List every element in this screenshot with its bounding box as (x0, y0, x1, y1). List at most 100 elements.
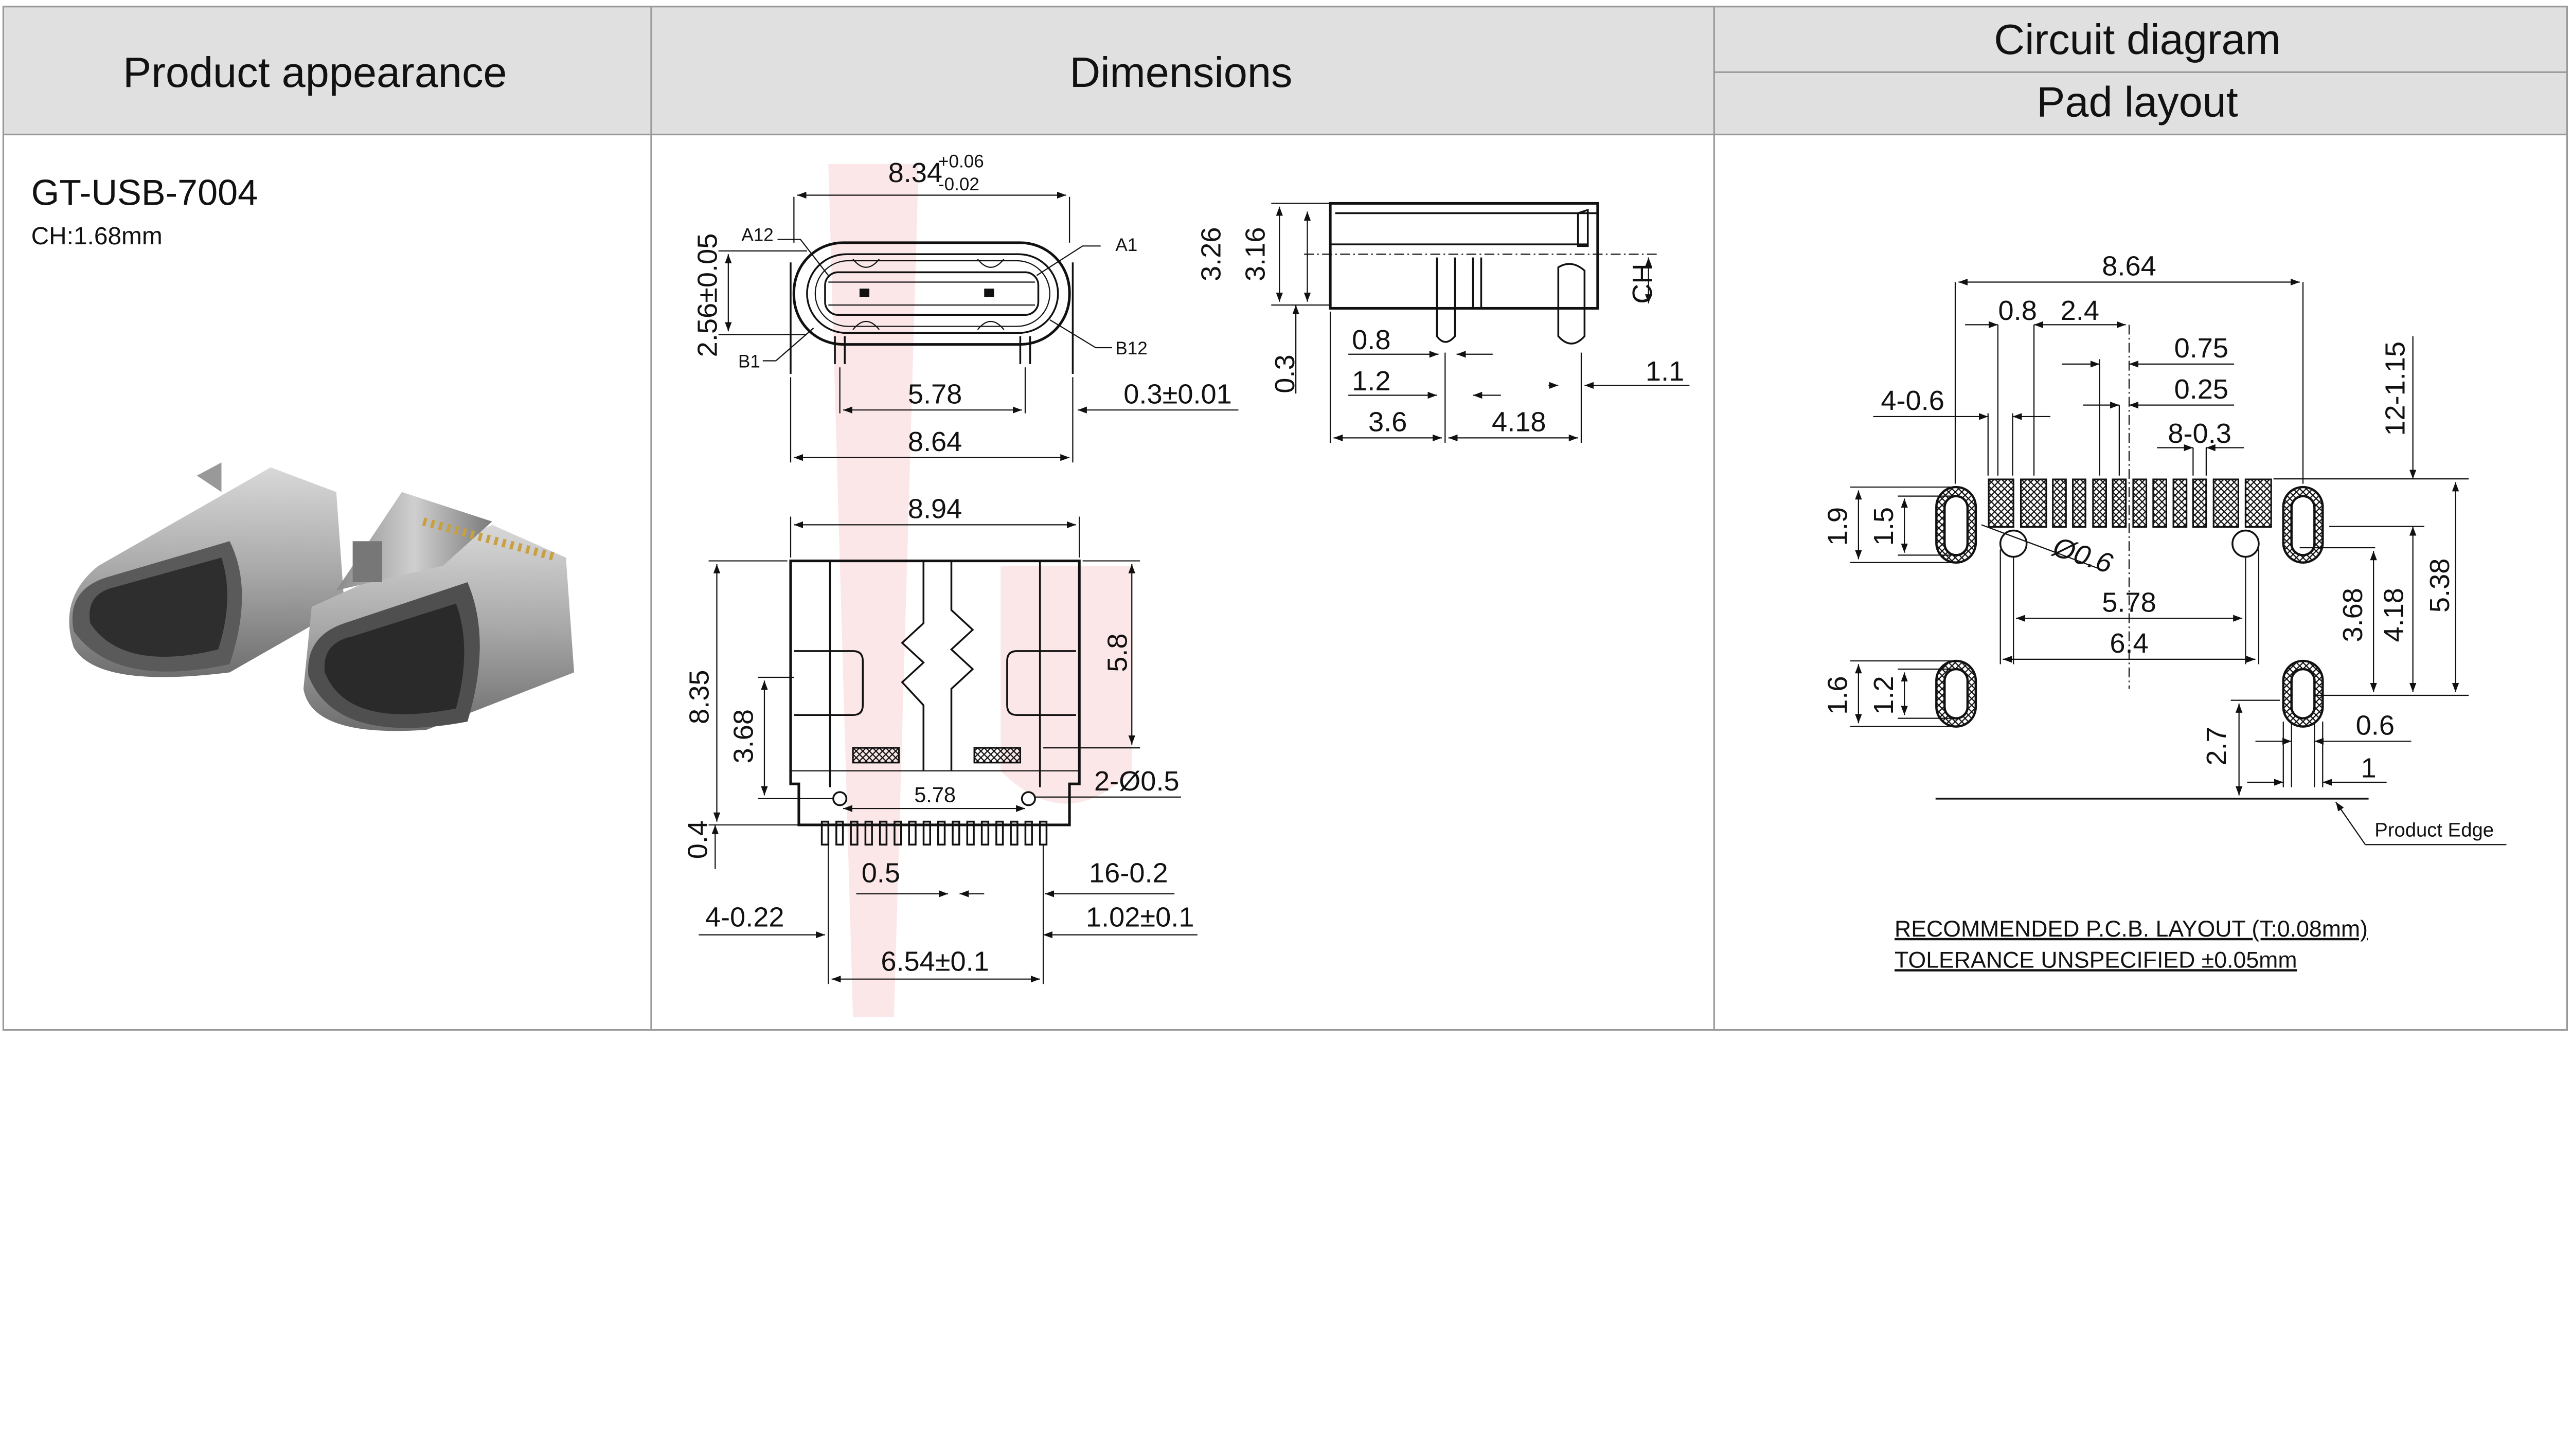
dim-side-w3: 1.1 (1646, 356, 1684, 387)
dim-side-ch: CH (1627, 264, 1658, 304)
pad-dim-0-25: 0.25 (2174, 374, 2228, 405)
bottom-pin (835, 820, 844, 846)
product-photo-stroke (90, 558, 227, 657)
bottom-pin (952, 820, 960, 846)
dim-side-t: 0.3 (1270, 354, 1300, 393)
bottom-pin (937, 820, 946, 846)
signal-pad (2020, 478, 2047, 528)
dim-bottom-pin-span: 6.54±0.1 (881, 946, 989, 977)
dim-side-h2: 3.16 (1240, 227, 1271, 281)
product-photo (69, 462, 575, 731)
bottom-view-stroke (1006, 650, 1076, 716)
pad-dim-slots: 4-0.6 (1881, 385, 1944, 416)
dim-side-w1: 0.8 (1352, 325, 1390, 355)
dim-front-pin-width: 0.3±0.01 (1123, 379, 1232, 409)
product-spec: CH:1.68mm (31, 223, 163, 250)
table-frame (2, 6, 2568, 1031)
pad-dim-3-68: 3.68 (2337, 588, 2368, 642)
dim-bottom-length: 8.35 (684, 670, 715, 724)
front-view-stroke (814, 260, 1050, 327)
watermark-stroke (828, 164, 919, 1017)
dim-front-overall: 8.64 (908, 426, 962, 457)
table-frame-stroke (2, 6, 2568, 1031)
bottom-pin (1010, 820, 1019, 846)
bottom-pin (908, 820, 917, 846)
slot-pads-stroke (1943, 668, 1969, 720)
dim-side-h1: 3.26 (1195, 227, 1226, 281)
pad-dim-0-6: 0.6 (2356, 710, 2395, 741)
dim-side-w2: 1.2 (1352, 366, 1390, 397)
bottom-pin (995, 820, 1004, 846)
bottom-pin (820, 820, 830, 846)
front-view-stroke (806, 253, 1059, 334)
pad-dim-pad-length: 12-1.15 (2380, 341, 2411, 436)
bottom-view-stroke (901, 561, 974, 771)
bottom-view-stroke (973, 747, 1022, 764)
pad-layout-drawing-stroke (1981, 524, 2105, 571)
front-view-stroke (762, 239, 1112, 362)
watermark-stroke (1001, 566, 1132, 804)
bottom-view-stroke (852, 747, 900, 764)
label-a1: A1 (1115, 235, 1137, 255)
watermark (828, 164, 1132, 1017)
pad-dim-2-7: 2.7 (2201, 727, 2232, 765)
dim-front-width: 8.34 (888, 157, 942, 188)
pad-dim-2-4: 2.4 (2061, 295, 2099, 326)
pad-dim-1-9: 1.9 (1823, 507, 1853, 546)
dim-bottom-t: 0.4 (682, 820, 713, 859)
dim-bottom-pitch: 0.5 (862, 858, 900, 889)
signal-pad (2112, 478, 2127, 528)
signal-pad (2152, 478, 2168, 528)
dim-bottom-d2: 5.8 (1102, 633, 1133, 672)
pad-dim-6-4: 6.4 (2110, 628, 2148, 659)
dim-bottom-side-pins: 4-0.22 (705, 902, 784, 933)
pad-dim-0-75: 0.75 (2174, 333, 2228, 364)
slot-pads-stroke (1943, 495, 1969, 556)
signal-pad (2092, 478, 2107, 528)
header-product-appearance: Product appearance (123, 48, 507, 96)
slot-pads-stroke (2290, 668, 2316, 720)
bottom-view (699, 516, 1198, 984)
product-photo-stroke (197, 462, 222, 492)
pad-dim-4-18: 4.18 (2379, 588, 2409, 642)
front-view-stroke (824, 271, 1040, 316)
signal-pad (1988, 478, 2014, 528)
note-tolerance: TOLERANCE UNSPECIFIED ±0.05mm (1895, 947, 2297, 973)
product-edge-label: Product Edge (2374, 819, 2494, 841)
label-b1: B1 (738, 351, 760, 371)
pad-dim-0-8: 0.8 (1998, 295, 2037, 326)
front-view-stroke (852, 259, 1005, 330)
pad-dim-1: 1 (2361, 752, 2377, 783)
bottom-view-stroke (1021, 791, 1036, 806)
label-b12: B12 (1115, 338, 1147, 358)
pad-dim-overall: 8.64 (2102, 251, 2156, 282)
product-photo-stroke (422, 517, 559, 562)
front-view-stroke (984, 289, 994, 297)
bottom-pins (820, 820, 1048, 846)
dim-front-height: 2.56±0.05 (692, 233, 723, 357)
dim-bottom-width: 8.94 (908, 494, 962, 525)
pad-dim-hole: Ø0.6 (2048, 531, 2117, 580)
header-pad-layout: Pad layout (2037, 78, 2238, 125)
slot-pads-stroke (2290, 495, 2316, 556)
bottom-pin (922, 820, 932, 846)
pad-layout-drawing-stroke (2231, 529, 2260, 558)
dim-bottom-hole-span: 5.78 (914, 782, 956, 806)
pad-dim-5-78: 5.78 (2102, 587, 2156, 618)
bottom-pin (864, 820, 873, 846)
dim-front-tol-plus: +0.06 (938, 151, 984, 171)
dim-bottom-holes: 2-Ø0.5 (1094, 766, 1180, 797)
pad-layout-drawing-stroke (2335, 801, 2366, 845)
pad-layout-drawing (1850, 278, 2507, 846)
pad-dim-1-6: 1.6 (1823, 676, 1853, 714)
side-view-stroke (1577, 208, 1589, 247)
bottom-view-stroke (832, 791, 848, 806)
bottom-pin (894, 820, 902, 846)
dim-side-l1: 3.6 (1368, 407, 1407, 438)
product-photo-stroke (352, 541, 382, 583)
table-frame-stroke (3, 6, 2567, 135)
label-a12: A12 (741, 225, 773, 245)
signal-pad (2244, 478, 2272, 528)
dim-bottom-pins: 16-0.2 (1089, 858, 1168, 889)
dim-bottom-pin-offset: 1.02±0.1 (1086, 902, 1194, 933)
